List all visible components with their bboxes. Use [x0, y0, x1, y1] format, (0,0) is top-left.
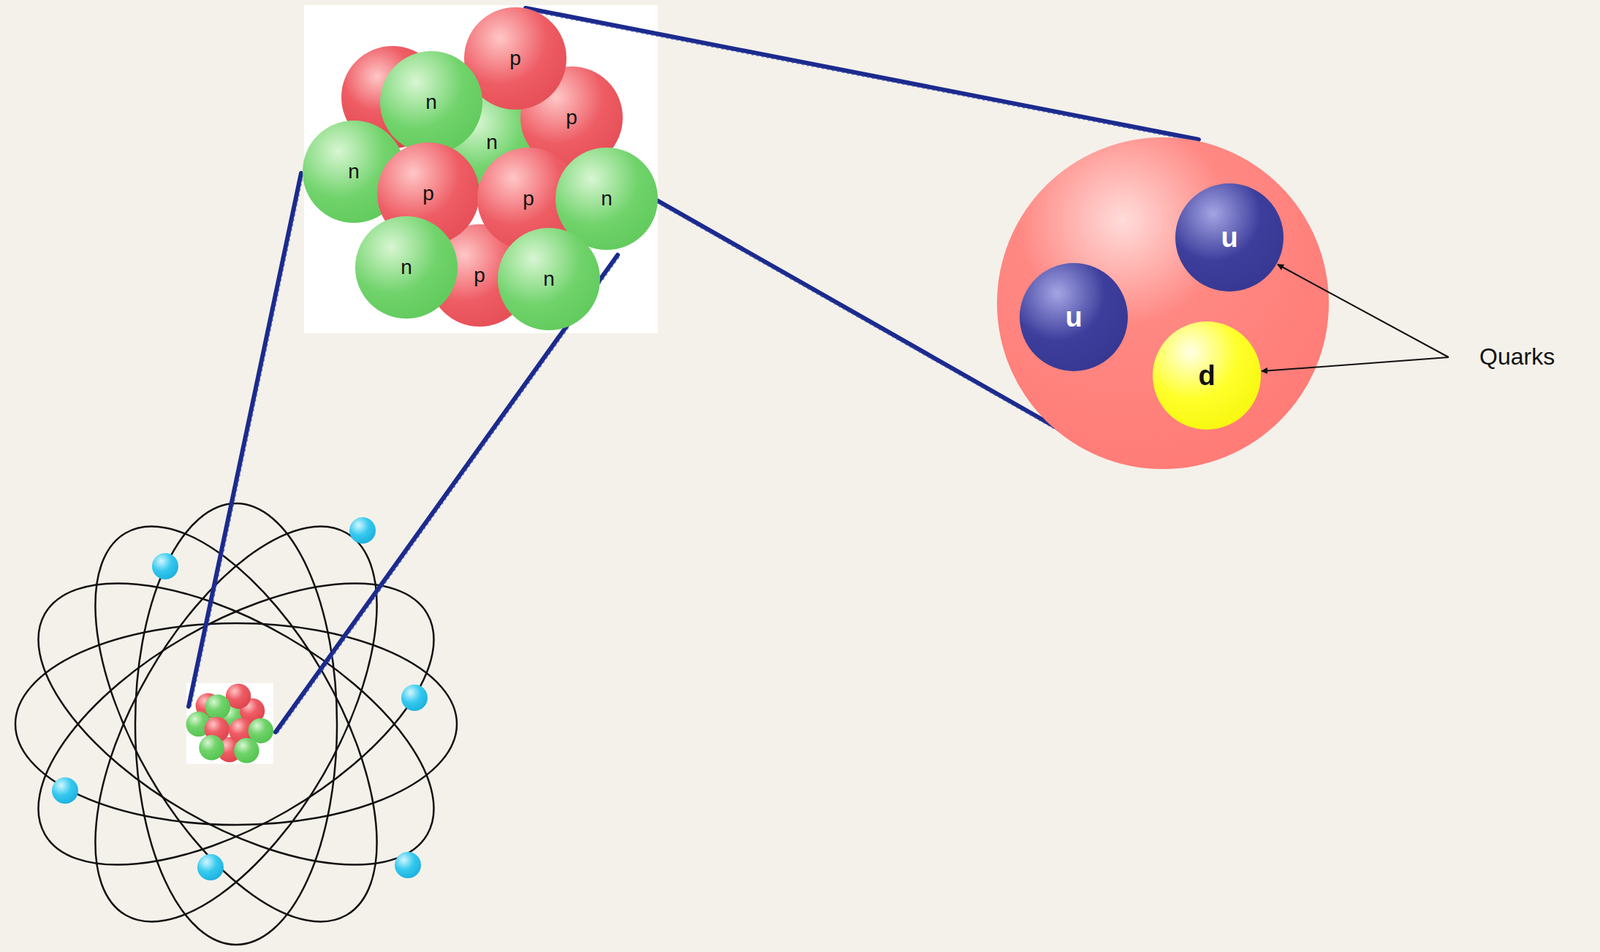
particle-letter: p — [565, 107, 578, 128]
particle-letter: n — [486, 132, 498, 153]
quark-circle: d — [1152, 321, 1261, 430]
particle-letter: n — [347, 161, 360, 183]
electrons — [51, 517, 428, 881]
nucleus-panel — [304, 5, 658, 334]
particle-letter: d — [1197, 361, 1215, 390]
neutron-circle: n — [355, 216, 458, 319]
particle-letter: p — [509, 48, 522, 69]
quark-circle: u — [1175, 183, 1284, 292]
particle-letter: p — [422, 183, 435, 204]
particle-letter: u — [1220, 223, 1238, 252]
particle-letter: n — [600, 188, 613, 210]
particle-letter: n — [543, 268, 555, 290]
particle-letter: p — [522, 188, 535, 210]
small-nucleus — [186, 683, 275, 764]
particle-letter: n — [425, 92, 438, 113]
callout-label: Quarks — [1479, 344, 1555, 370]
leader-arrows — [1261, 264, 1449, 372]
particle-letter: p — [473, 265, 486, 286]
particle-letter: n — [400, 257, 413, 278]
quark-circle: u — [1019, 263, 1128, 372]
neutron-circle: n — [380, 51, 483, 154]
particle-letter: u — [1064, 303, 1082, 332]
proton-circle — [996, 137, 1329, 470]
neutron-circle: n — [497, 228, 601, 331]
